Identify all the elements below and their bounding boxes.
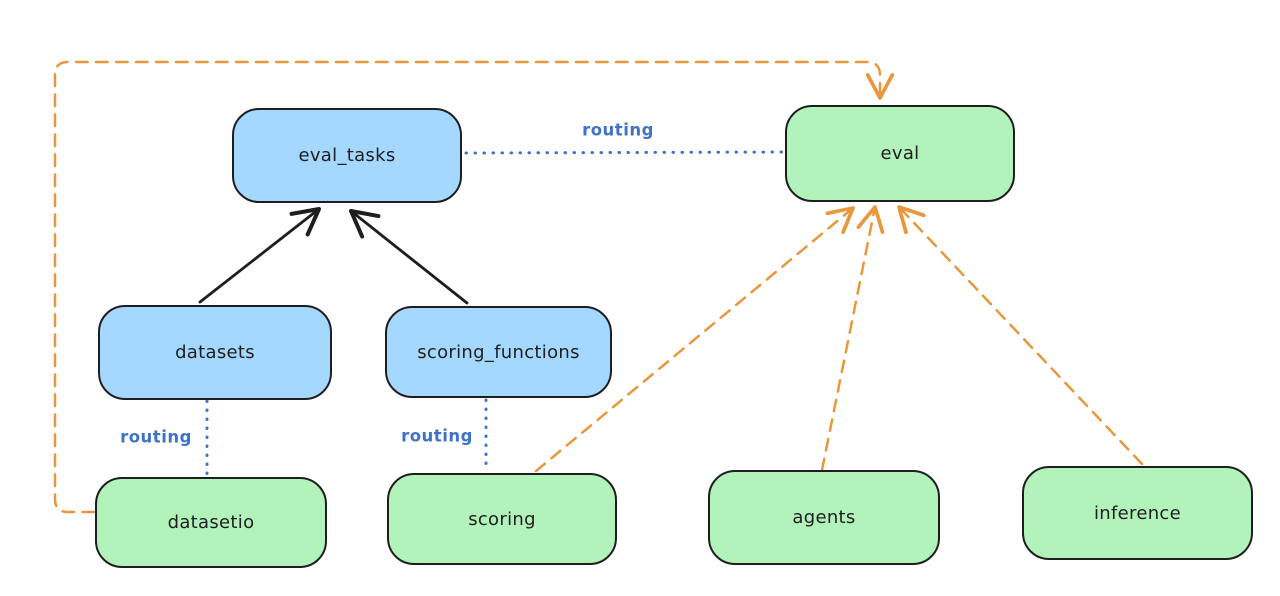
node-datasets-label: datasets [175,342,255,363]
node-scoring-functions-label: scoring_functions [417,341,580,363]
edge-inference-to-eval [897,205,1144,466]
node-agents: agents [708,470,940,565]
node-scoring-functions: scoring_functions [385,306,612,398]
node-scoring-label: scoring [468,508,536,530]
node-eval: eval [785,105,1015,202]
edge-datasets-to-eval-tasks [198,207,321,304]
edge-label-routing-middle: routing [401,426,473,446]
node-inference: inference [1022,466,1253,560]
edge-scoring-to-eval [534,206,855,473]
node-inference-label: inference [1094,502,1181,524]
node-eval-tasks: eval_tasks [232,108,462,203]
node-datasetio: datasetio [95,477,327,568]
edge-label-routing-left: routing [120,427,192,447]
node-scoring: scoring [387,473,617,565]
node-eval-tasks-label: eval_tasks [298,145,396,166]
node-agents-label: agents [792,507,856,528]
node-datasetio-label: datasetio [167,512,255,533]
edge-scoring-functions-to-eval-tasks [349,209,469,305]
edge-agents-to-eval [820,205,885,472]
edge-label-routing-top: routing [582,120,654,140]
node-eval-label: eval [880,143,920,164]
edge-datasetio-to-eval [53,60,895,514]
edge-eval-tasks-to-eval-routing [464,150,786,155]
node-datasets: datasets [98,305,332,400]
